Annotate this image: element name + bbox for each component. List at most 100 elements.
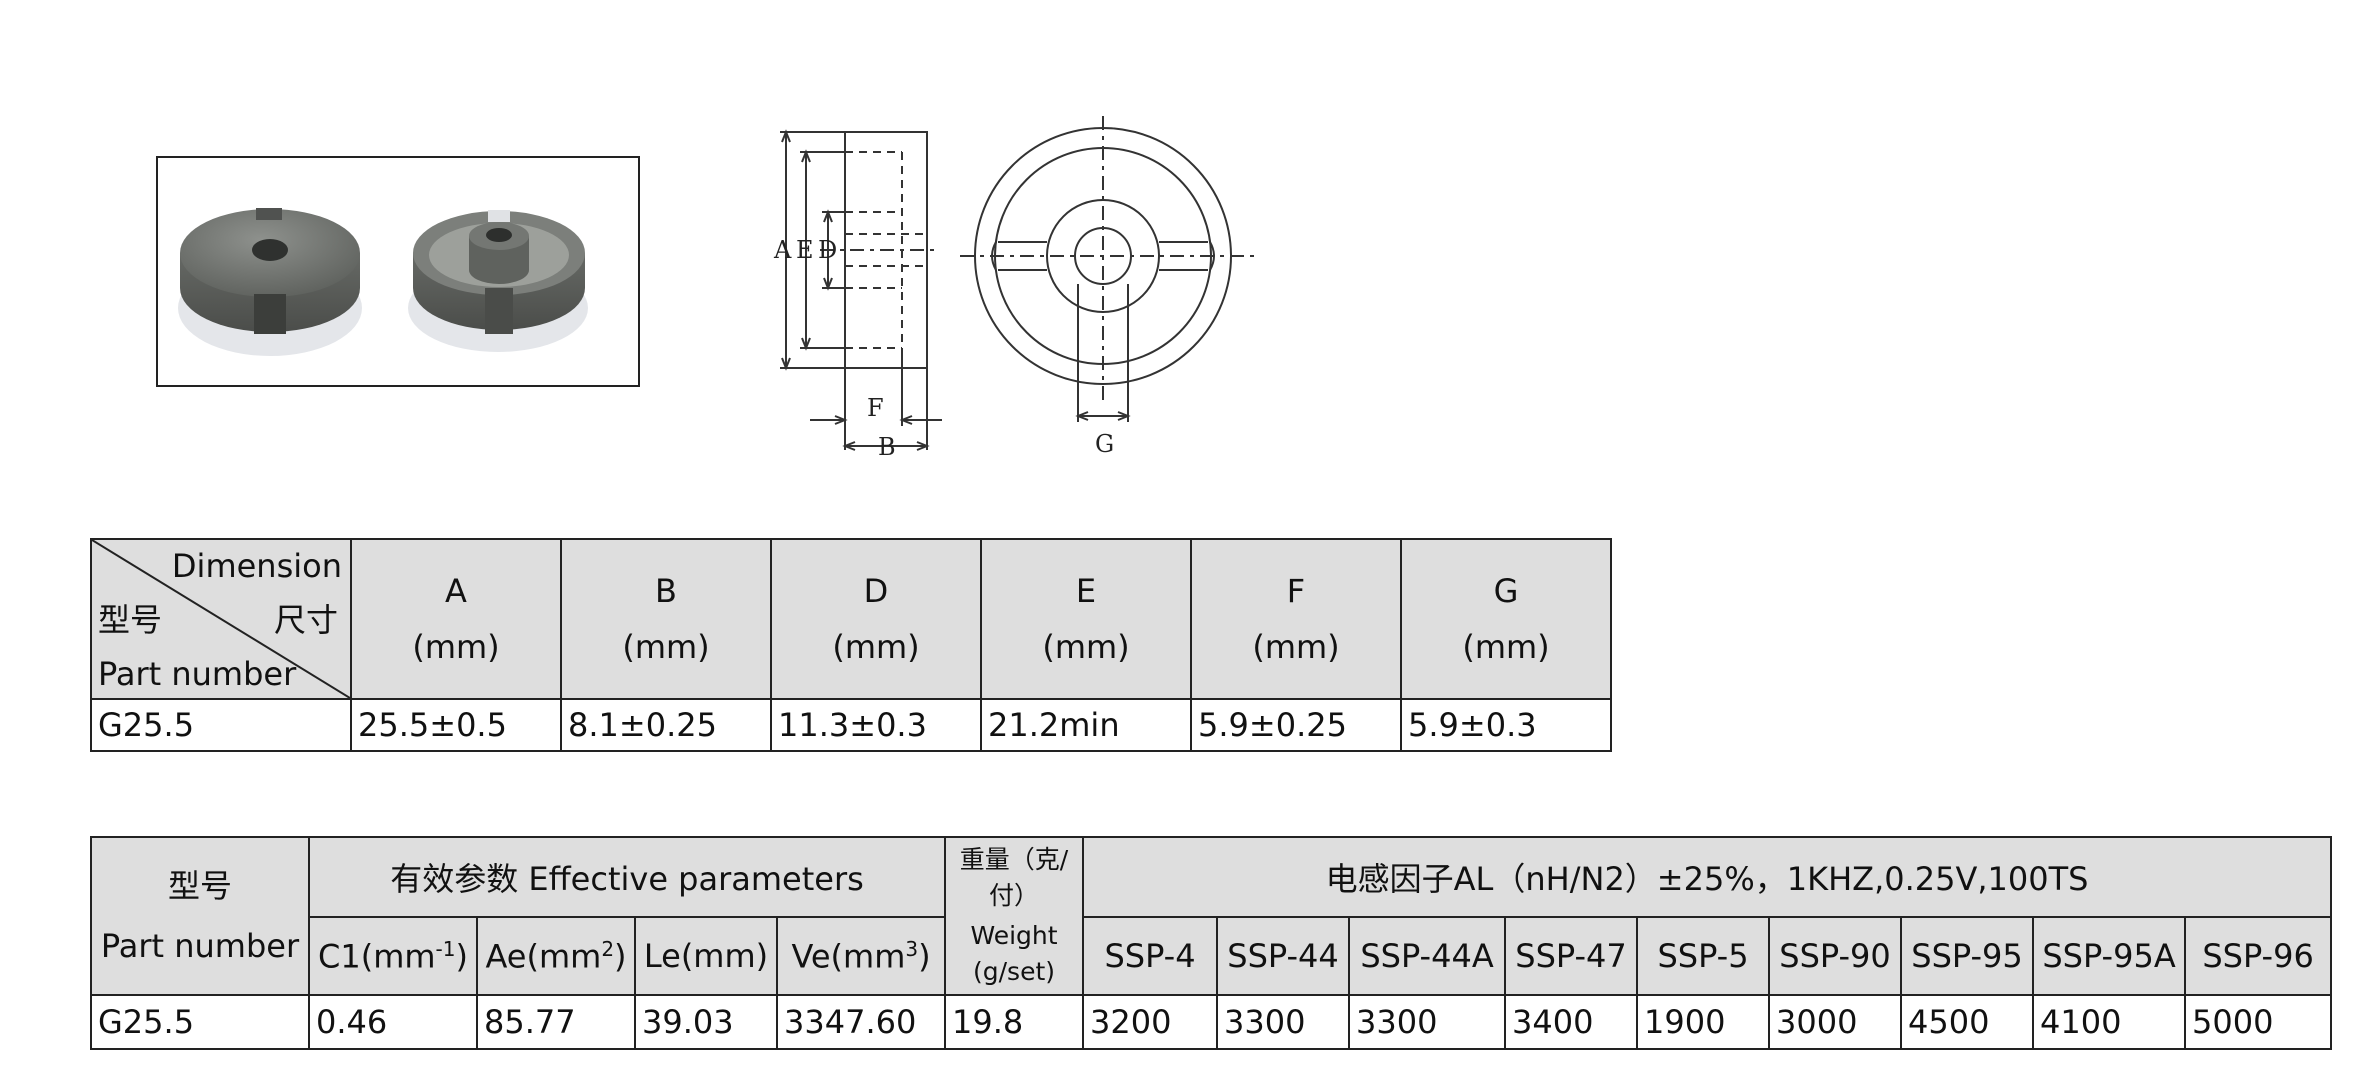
dimension-letter: F bbox=[1286, 572, 1306, 610]
effective-header-label: Ve(mm bbox=[791, 937, 906, 976]
dimension-corner-cell: Dimension 型号 尺寸 Part number bbox=[90, 538, 352, 700]
dimension-unit: (mm) bbox=[622, 628, 710, 666]
al-header-ssp-95: SSP-95 bbox=[1900, 916, 2035, 996]
effective-value-c1: 0.46 bbox=[308, 994, 478, 1050]
dimension-unit: (mm) bbox=[1462, 628, 1550, 666]
effective-value-le: 39.03 bbox=[634, 994, 778, 1050]
al-header-ssp-90: SSP-90 bbox=[1768, 916, 1903, 996]
dimension-drawing: A E D F B G bbox=[760, 110, 1280, 470]
label-f: F bbox=[867, 394, 884, 422]
corner-dimension-label: Dimension bbox=[171, 547, 342, 585]
dimension-header-f: F (mm) bbox=[1190, 538, 1402, 700]
front-view-centerlines bbox=[960, 116, 1260, 402]
effective-parameters-header: 有效参数 Effective parameters bbox=[307, 836, 947, 918]
dimension-letter: E bbox=[1075, 572, 1097, 610]
dimension-unit: (mm) bbox=[1042, 628, 1130, 666]
effective-header-close: ) bbox=[614, 937, 627, 976]
effective-header-ve: Ve(mm3) bbox=[775, 916, 947, 996]
dimension-unit: (mm) bbox=[832, 628, 920, 666]
pot-core-photo-illustration bbox=[178, 208, 588, 356]
corner-diagonal bbox=[93, 541, 349, 697]
effective-value-ae: 85.77 bbox=[476, 994, 636, 1050]
effective-header-label: Ae(mm bbox=[485, 937, 602, 976]
effective-header-sup: 3 bbox=[905, 936, 919, 961]
dimension-header-g: G (mm) bbox=[1400, 538, 1612, 700]
parameters-part-cell: G25.5 bbox=[90, 994, 310, 1050]
g-dimension-lines bbox=[1075, 284, 1131, 422]
effective-header-close: ) bbox=[455, 937, 468, 976]
product-photo bbox=[156, 156, 640, 387]
dimension-unit: (mm) bbox=[1252, 628, 1340, 666]
dimension-letter: B bbox=[655, 572, 677, 610]
al-value-ssp-44a: 3300 bbox=[1348, 994, 1507, 1050]
dimension-value-e: 21.2min bbox=[980, 698, 1192, 752]
dimension-value-f: 5.9±0.25 bbox=[1190, 698, 1402, 752]
al-header-ssp-47: SSP-47 bbox=[1504, 916, 1639, 996]
dimension-letter: G bbox=[1493, 572, 1519, 610]
effective-header-label: Le(mm) bbox=[643, 937, 769, 975]
dimension-value-b: 8.1±0.25 bbox=[560, 698, 772, 752]
dimension-value-a: 25.5±0.5 bbox=[350, 698, 562, 752]
dimension-letter: A bbox=[445, 572, 467, 610]
label-d: D bbox=[818, 236, 837, 264]
vertical-dimension-lines bbox=[780, 129, 845, 371]
parameters-part-header: 型号 Part number bbox=[90, 836, 310, 996]
corner-size-cn-label: 尺寸 bbox=[273, 601, 338, 639]
parameters-header-row-1: 型号 Part number 有效参数 Effective parameters… bbox=[90, 836, 2333, 996]
dimension-letter: D bbox=[863, 572, 889, 610]
al-value-ssp-47: 3400 bbox=[1504, 994, 1639, 1050]
al-value-ssp-4: 3200 bbox=[1082, 994, 1219, 1050]
weight-header: 重量（克/付） Weight (g/set) bbox=[944, 836, 1085, 996]
al-value-ssp-44: 3300 bbox=[1216, 994, 1351, 1050]
al-header-ssp-44: SSP-44 bbox=[1216, 916, 1351, 996]
dimension-header-a: A (mm) bbox=[350, 538, 562, 700]
al-header-ssp-44a: SSP-44A bbox=[1348, 916, 1507, 996]
effective-header-ae: Ae(mm2) bbox=[476, 916, 636, 996]
core-half-back bbox=[178, 208, 362, 356]
weight-value: 19.8 bbox=[944, 994, 1085, 1050]
dimension-header-e: E (mm) bbox=[980, 538, 1192, 700]
weight-cn-label: 重量（克/付） bbox=[959, 845, 1069, 910]
corner-part-number-label: Part number bbox=[98, 655, 297, 693]
effective-header-c1: C1(mm-1) bbox=[308, 916, 478, 996]
al-value-ssp-90: 3000 bbox=[1768, 994, 1903, 1050]
label-a: A bbox=[773, 236, 792, 264]
dimension-value-d: 11.3±0.3 bbox=[770, 698, 982, 752]
parameters-part-number-label: Part number bbox=[100, 927, 300, 965]
effective-header-sup: -1 bbox=[435, 936, 456, 961]
table-row: G25.5 0.46 85.77 39.03 3347.60 19.8 3200… bbox=[90, 994, 2333, 1050]
effective-header-label: C1(mm bbox=[318, 937, 436, 976]
table-row: G25.5 25.5±0.5 8.1±0.25 11.3±0.3 21.2min… bbox=[90, 698, 1612, 752]
al-header-ssp-95a: SSP-95A bbox=[2032, 916, 2187, 996]
label-g: G bbox=[1095, 430, 1114, 458]
al-header-ssp-96: SSP-96 bbox=[2184, 916, 2333, 996]
parameters-header-row-2: C1(mm-1) Ae(mm2) Le(mm) Ve(mm3) SSP-4 SS… bbox=[91, 916, 2333, 996]
dimension-table: Dimension 型号 尺寸 Part number A (mm) B (mm… bbox=[90, 538, 1612, 752]
al-header-ssp-5: SSP-5 bbox=[1636, 916, 1771, 996]
al-value-ssp-95a: 4100 bbox=[2032, 994, 2187, 1050]
al-value-ssp-96: 5000 bbox=[2184, 994, 2333, 1050]
core-half-front bbox=[408, 210, 588, 352]
weight-en-label: Weight (g/set) bbox=[970, 921, 1058, 986]
dimension-part-cell: G25.5 bbox=[90, 698, 352, 752]
dimension-value-g: 5.9±0.3 bbox=[1400, 698, 1612, 752]
parameters-table: 型号 Part number 有效参数 Effective parameters… bbox=[90, 836, 2333, 1050]
al-header-ssp-4: SSP-4 bbox=[1082, 916, 1219, 996]
dimension-header-row: Dimension 型号 尺寸 Part number A (mm) B (mm… bbox=[90, 538, 1612, 700]
side-view-outline bbox=[844, 131, 928, 369]
dimension-header-d: D (mm) bbox=[770, 538, 982, 700]
label-e: E bbox=[796, 236, 814, 264]
label-b: B bbox=[878, 433, 896, 461]
effective-header-sup: 2 bbox=[601, 936, 615, 961]
effective-value-ve: 3347.60 bbox=[775, 994, 947, 1050]
parameters-model-cn-label: 型号 bbox=[167, 867, 232, 905]
dimension-header-b: B (mm) bbox=[560, 538, 772, 700]
effective-header-close: ) bbox=[918, 937, 931, 976]
effective-header-le: Le(mm) bbox=[634, 916, 778, 996]
dimension-unit: (mm) bbox=[412, 628, 500, 666]
al-factor-header: 电感因子AL（nH/N2）±25%，1KHZ,0.25V,100TS bbox=[1082, 836, 2333, 918]
corner-model-cn-label: 型号 bbox=[98, 601, 163, 639]
al-value-ssp-5: 1900 bbox=[1636, 994, 1771, 1050]
horizontal-dimension-lines bbox=[810, 348, 942, 451]
al-value-ssp-95: 4500 bbox=[1900, 994, 2035, 1050]
